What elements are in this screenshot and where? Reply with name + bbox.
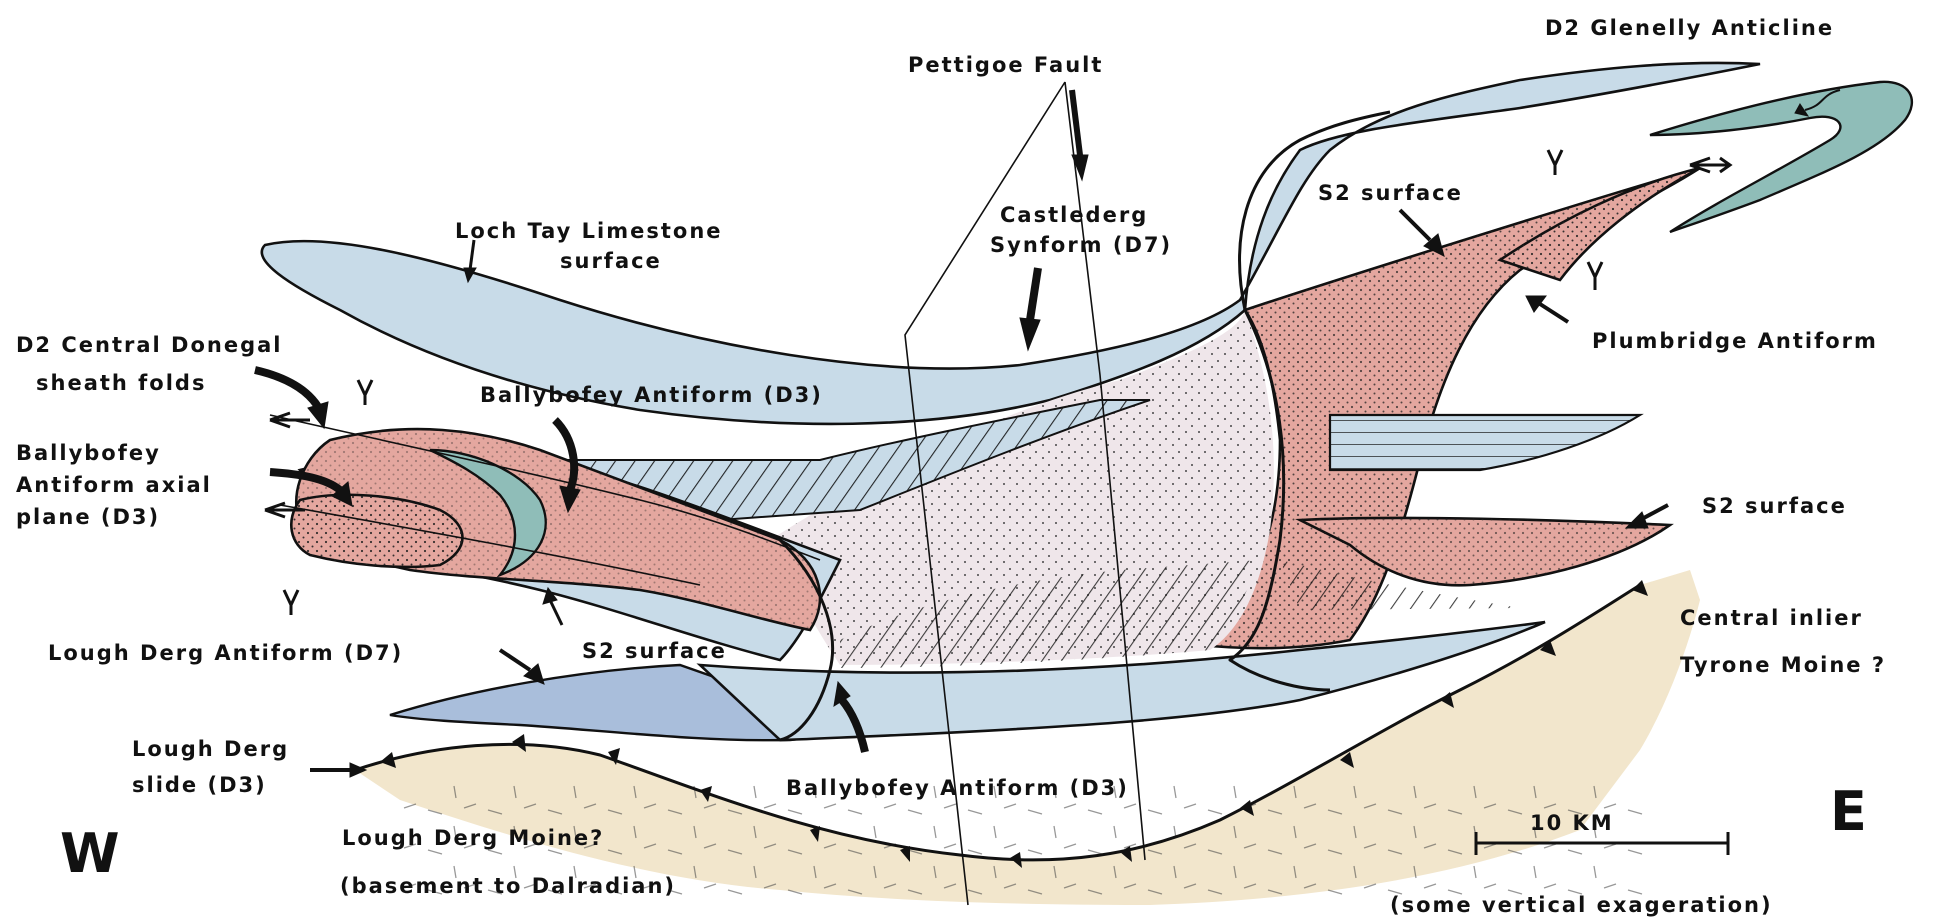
label-d2-central-1: D2 Central Donegal xyxy=(16,333,283,357)
scale-label: 10 KM xyxy=(1530,811,1614,835)
label-west: W xyxy=(60,822,120,885)
label-basement: (basement to Dalradian) xyxy=(340,874,676,898)
label-lough-derg-antiform: Lough Derg Antiform (D7) xyxy=(48,641,403,665)
label-loch-tay-2: surface xyxy=(560,249,662,273)
label-castlederg-1: Castlederg xyxy=(1000,203,1148,227)
label-central-inlier-1: Central inlier xyxy=(1680,606,1863,630)
label-castlederg-2: Synform (D7) xyxy=(990,233,1172,257)
label-ballybofey-top: Ballybofey Antiform (D3) xyxy=(480,383,823,407)
label-ballybofey-axial-3: plane (D3) xyxy=(16,505,160,529)
label-ballybofey-axial-2: Antiform axial xyxy=(16,473,212,497)
label-central-inlier-2: Tyrone Moine ? xyxy=(1680,653,1886,677)
label-ballybofey-axial-1: Ballybofey xyxy=(16,441,161,465)
label-exaggeration: (some vertical exageration) xyxy=(1390,893,1773,917)
label-loch-tay-1: Loch Tay Limestone xyxy=(455,219,723,243)
label-d2-central-2: sheath folds xyxy=(36,371,206,395)
label-east: E xyxy=(1830,780,1867,843)
label-lough-derg-moine: Lough Derg Moine? xyxy=(342,826,604,850)
label-ballybofey-bottom: Ballybofey Antiform (D3) xyxy=(786,776,1129,800)
sheath-fold-left xyxy=(270,415,840,660)
glenelly-fold xyxy=(1650,82,1912,232)
label-lough-derg-slide-1: Lough Derg xyxy=(132,737,289,761)
label-glenelly-anticline: D2 Glenelly Anticline xyxy=(1545,16,1834,40)
label-s2-surface-mid: S2 surface xyxy=(582,639,727,663)
label-pettigoe-fault: Pettigoe Fault xyxy=(908,53,1103,77)
label-s2-surface-top: S2 surface xyxy=(1318,181,1463,205)
label-s2-surface-right: S2 surface xyxy=(1702,494,1847,518)
label-lough-derg-slide-2: slide (D3) xyxy=(132,773,267,797)
label-plumbridge-antiform: Plumbridge Antiform xyxy=(1592,329,1878,353)
